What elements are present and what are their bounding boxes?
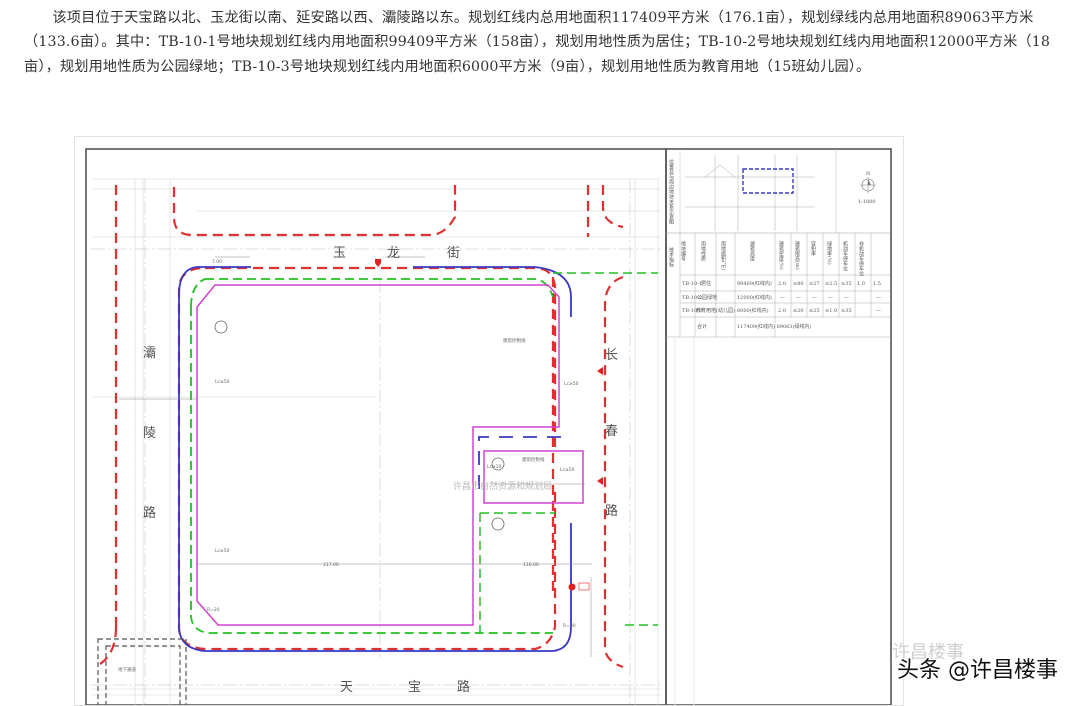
road-east-3: 路 — [605, 503, 618, 519]
park-marker — [568, 583, 576, 591]
setback-1: Lc≥50 — [215, 379, 230, 385]
row2-v3: — — [812, 295, 817, 301]
col-far: 容积率 — [810, 240, 816, 257]
dim-total-width: 217.00 — [323, 562, 339, 568]
row3-area: 6000(红线内) — [737, 307, 769, 314]
row4-area: 117409(红线内) 89063(绿线内) — [737, 323, 811, 330]
plot-symbols — [214, 320, 505, 531]
row3-v7: — — [876, 308, 881, 314]
row2-code: TB-10-2 — [682, 295, 702, 301]
underground-box — [97, 638, 187, 705]
corner-r1: R=20 — [207, 607, 220, 613]
dim-south-right: 116.00 — [523, 562, 539, 568]
col-green: 绿地率(%) — [826, 240, 833, 264]
tech-label: 技术指标 — [668, 246, 674, 268]
row2-v4: — — [828, 295, 833, 301]
green-line — [190, 278, 554, 634]
row1-v7: 1.5 — [873, 281, 881, 287]
road-north-2: 龙 — [387, 246, 400, 261]
row3-v2: ≤20 — [793, 308, 804, 314]
row3-v1: 2.0 — [778, 308, 786, 314]
row3-v3: ≤25 — [809, 308, 820, 314]
watermark: 头条 @许昌楼事 — [897, 658, 1058, 683]
article-paragraph: 该项目位于天宝路以北、玉龙街以南、延安路以西、灞陵路以东。规划红线内总用地面积1… — [24, 10, 1051, 75]
row3-use: 教育用地(幼儿园) — [696, 307, 735, 314]
col-area: 用地面积(㎡) — [720, 241, 727, 270]
row1-use: 居住 — [701, 280, 711, 287]
row2-v5: — — [844, 295, 849, 301]
blue-line — [178, 266, 572, 652]
row1-v2: ≤80 — [793, 281, 804, 287]
col-height: 建筑高度 — [749, 240, 755, 262]
road-north-1: 玉 — [333, 246, 346, 261]
road-south-2: 宝 — [408, 680, 421, 695]
entrance-marker-east-1 — [597, 367, 603, 375]
row2-use: 公园绿地 — [697, 294, 717, 301]
scale-label: 1:1800 — [858, 199, 876, 205]
blue-line-ne — [413, 266, 572, 317]
drawing-frame — [85, 148, 667, 705]
entrance-marker-north — [375, 259, 381, 267]
row1-v6: 1.0 — [857, 281, 865, 287]
corner-r2: R=30 — [563, 623, 576, 629]
road-south-3: 路 — [457, 679, 470, 695]
col-land-use: 用地性质 — [700, 241, 706, 262]
road-south-1: 天 — [340, 680, 353, 695]
centerlines — [91, 179, 661, 705]
col-height-limit: 建筑限高(m) — [794, 240, 801, 269]
dim-top-width: 7.00 — [212, 259, 222, 265]
magenta-line-main — [196, 284, 560, 626]
col-plot-code: 地块编号 — [680, 240, 686, 262]
setback-2: Ls≥10 — [487, 464, 501, 470]
col-bike: 非机动车停车位 — [858, 240, 864, 276]
article-text: 该项目位于天宝路以北、玉龙街以南、延安路以西、灞陵路以东。规划红线内总用地面积1… — [24, 6, 1064, 79]
road-east-1: 长 — [605, 348, 618, 363]
row3-v4: ≤1.0 — [825, 308, 837, 314]
legend-panel: 位置及与周边地块关系示意图 N 1:1800 — [666, 149, 891, 705]
row2-v1: — — [780, 295, 785, 301]
magenta-kindergarten — [483, 450, 584, 504]
row2-v2: — — [796, 295, 801, 301]
entrance-marker-east-2 — [597, 477, 603, 485]
row1-v3: ≤27 — [809, 281, 820, 287]
agency-stamp: 许昌市自然资源和规划局 — [453, 480, 552, 492]
row4-code: 合计 — [697, 323, 707, 330]
row1-area: 99409(红线内) — [737, 280, 772, 287]
road-west-1: 灞 — [143, 346, 156, 361]
legend-frame — [665, 148, 892, 705]
row3-v5: ≥35 — [841, 308, 852, 314]
row1-v1: 2.0 — [778, 281, 786, 287]
north-label: N — [866, 171, 871, 177]
red-road-lines — [94, 185, 624, 669]
road-west-3: 路 — [143, 505, 156, 521]
location-map-title: 位置及与周边地块关系示意图 — [668, 158, 674, 225]
watermark-ghost: 许昌楼事 — [892, 642, 964, 663]
col-parking: 机动车停车位 — [842, 240, 848, 271]
setback-5: Lc≥50 — [560, 467, 575, 473]
row2-area: 12000(红线内) — [737, 294, 772, 301]
road-west-2: 陵 — [143, 426, 156, 441]
row3-code: TB-10-3 — [682, 308, 702, 314]
building-line-label-2: 建筑控制线 — [522, 456, 545, 463]
col-density: 建筑密度(%) — [778, 240, 785, 269]
blue-inner — [478, 436, 570, 489]
building-line-label: 建筑控制线 — [503, 337, 526, 344]
dimension-lines — [119, 256, 592, 657]
row2-v7: — — [876, 295, 881, 301]
row1-code: TB-10-1 — [682, 281, 702, 287]
row1-v5: ≥35 — [841, 281, 852, 287]
setback-6: Lc≥50 — [215, 548, 230, 554]
road-north-3: 街 — [447, 246, 460, 261]
underground-label: 地下通道 — [118, 666, 136, 673]
red-boundary — [177, 266, 557, 651]
row1-v4: ≤2.5 — [825, 281, 837, 287]
setback-3: Lc≥50 — [564, 381, 579, 387]
location-highlight — [742, 168, 794, 194]
road-east-2: 春 — [605, 424, 618, 439]
site-plan-figure: 玉 街 灞 陵 路 长 春 路 天 宝 路 龙 7.00 217.00 116.… — [74, 136, 904, 706]
